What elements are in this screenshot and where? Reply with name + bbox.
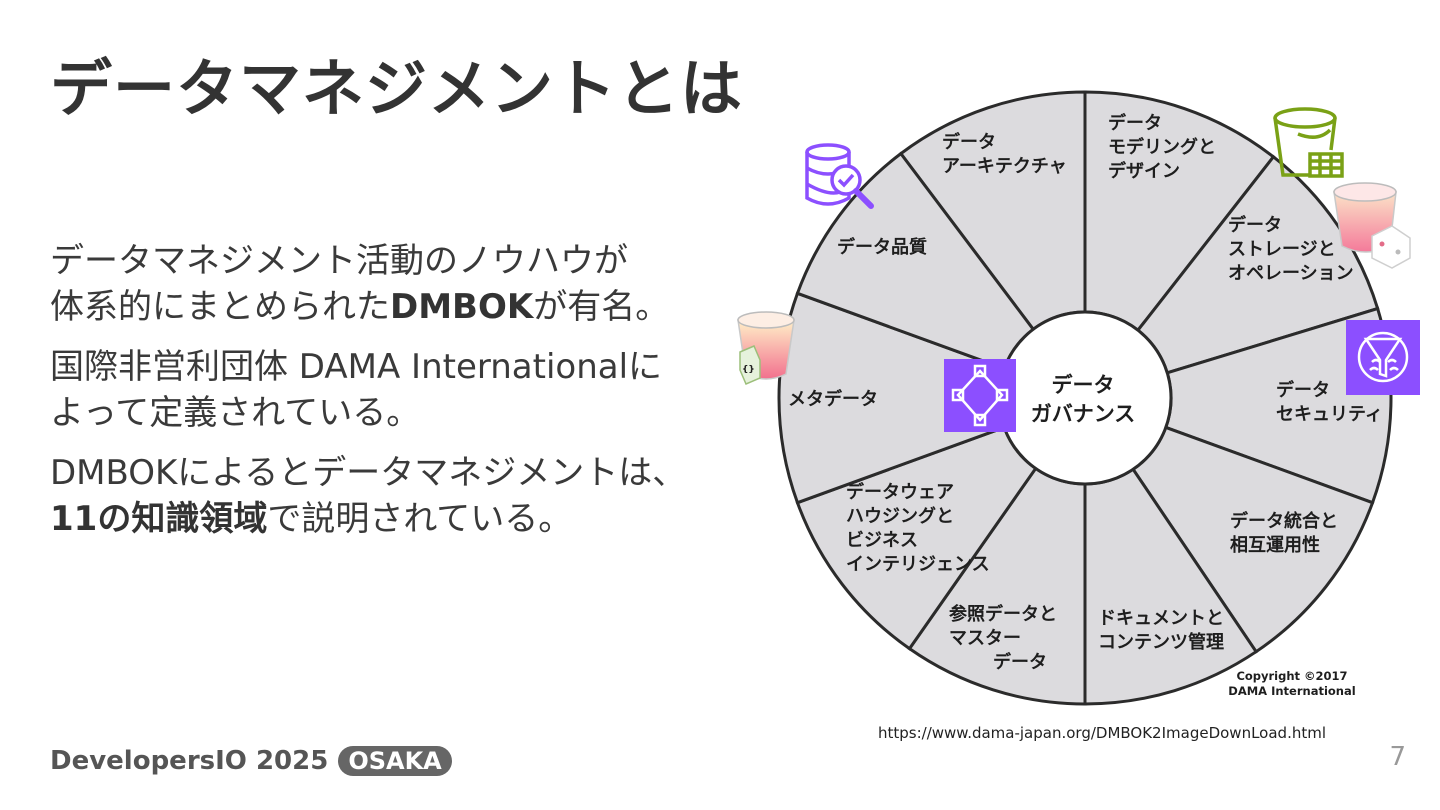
segment-label-metadata: メタデータ bbox=[788, 388, 878, 410]
body-text-run: データマネジメント活動のノウハウが bbox=[50, 241, 628, 281]
body-text: データマネジメント活動のノウハウが体系的にまとめられたDMBOKが有名。国際非営… bbox=[50, 238, 710, 556]
data-bucket-icon bbox=[1273, 107, 1344, 178]
segment-label-line: データ統合と bbox=[1230, 510, 1338, 532]
body-line: 11の知識領域で説明されている。 bbox=[50, 496, 710, 542]
wheel-center-circle bbox=[997, 310, 1173, 486]
data-filter-icon bbox=[1346, 320, 1420, 395]
copyright-line: DAMA International bbox=[1228, 684, 1355, 698]
svg-text:{}: {} bbox=[742, 365, 755, 375]
segment-label-line: デザイン bbox=[1108, 160, 1180, 182]
emphasis-text: 11の知識領域 bbox=[50, 499, 268, 539]
segment-label-security: データセキュリティ bbox=[1276, 379, 1383, 425]
emphasis-text: DMBOK bbox=[390, 287, 534, 327]
segment-label-storage: データストレージとオペレーション bbox=[1228, 214, 1354, 284]
body-paragraph-3: DMBOKによるとデータマネジメントは、11の知識領域で説明されている。 bbox=[50, 450, 710, 542]
body-line: 国際非営利団体 DAMA Internationalに bbox=[50, 344, 710, 390]
page-number: 7 bbox=[1389, 742, 1406, 772]
body-text-run: DMBOKによるとデータマネジメントは、 bbox=[50, 453, 687, 493]
body-text-run: が有名。 bbox=[533, 287, 670, 327]
segment-label-line: データ bbox=[1108, 112, 1162, 134]
segment-label-line: ビジネス bbox=[846, 530, 918, 551]
body-line: よって定義されている。 bbox=[50, 390, 710, 436]
segment-label-line: データ bbox=[993, 651, 1047, 673]
segment-label-line: マスター bbox=[949, 628, 1021, 649]
body-text-run: よって定義されている。 bbox=[50, 393, 421, 433]
center-label: データガバナンス bbox=[1031, 373, 1136, 426]
body-text-run: で説明されている。 bbox=[267, 499, 573, 539]
segment-label-line: コンテンツ管理 bbox=[1098, 631, 1224, 653]
segment-label-integration: データ統合と相互運用性 bbox=[1230, 510, 1338, 556]
segment-label-warehousing: データウェアハウジングとビジネスインテリジェンス bbox=[846, 481, 990, 575]
governance-icon bbox=[944, 359, 1016, 432]
source-url[interactable]: https://www.dama-japan.org/DMBOK2ImageDo… bbox=[878, 724, 1327, 742]
body-paragraph-2: 国際非営利団体 DAMA Internationalによって定義されている。 bbox=[50, 344, 710, 436]
body-text-run: 体系的にまとめられた bbox=[50, 287, 390, 327]
segment-label-line: データ品質 bbox=[837, 236, 927, 258]
body-line: 体系的にまとめられたDMBOKが有名。 bbox=[50, 284, 710, 330]
segment-label-line: データ bbox=[942, 131, 996, 153]
segment-label-line: 参照データと bbox=[949, 603, 1057, 625]
database-search-icon bbox=[805, 143, 874, 209]
slide-title: データマネジメントとは bbox=[50, 52, 744, 125]
wheel-center bbox=[997, 310, 1173, 486]
segment-label-line: データウェア bbox=[846, 481, 954, 503]
segment-label-documents: ドキュメントとコンテンツ管理 bbox=[1098, 608, 1224, 653]
segment-label-line: モデリングと bbox=[1108, 136, 1216, 158]
segment-label-line: ドキュメントと bbox=[1098, 608, 1224, 629]
metadata-bucket-icon: {} bbox=[737, 311, 795, 385]
center-label-line: データ bbox=[1052, 373, 1115, 397]
footer-brand: DevelopersIO 2025 OSAKA bbox=[50, 744, 452, 778]
segment-label-line: アーキテクチャ bbox=[942, 156, 1067, 177]
segment-label-line: オペレーション bbox=[1228, 263, 1354, 284]
segment-label-line: セキュリティ bbox=[1276, 404, 1383, 425]
segment-label-modeling: データモデリングとデザイン bbox=[1108, 112, 1216, 182]
copyright-line: Copyright ©2017 bbox=[1236, 669, 1347, 683]
segment-label-line: ハウジングと bbox=[846, 505, 954, 527]
dmbok-wheel-diagram: データアーキテクチャデータモデリングとデザインデータストレージとオペレーションデ… bbox=[737, 90, 1420, 706]
footer-brand-text: DevelopersIO 2025 bbox=[50, 746, 329, 776]
segment-label-quality: データ品質 bbox=[837, 236, 927, 258]
footer-badge: OSAKA bbox=[338, 746, 452, 776]
segment-label-line: データ bbox=[1228, 214, 1282, 236]
body-line: データマネジメント活動のノウハウが bbox=[50, 238, 710, 284]
segment-label-line: 相互運用性 bbox=[1230, 534, 1320, 556]
segment-label-line: メタデータ bbox=[788, 388, 878, 410]
body-paragraph-1: データマネジメント活動のノウハウが体系的にまとめられたDMBOKが有名。 bbox=[50, 238, 710, 330]
segment-label-architecture: データアーキテクチャ bbox=[942, 131, 1067, 177]
wheel-labels: データアーキテクチャデータモデリングとデザインデータストレージとオペレーションデ… bbox=[788, 112, 1383, 673]
segment-label-line: インテリジェンス bbox=[846, 554, 990, 575]
segment-label-reference: 参照データとマスターデータ bbox=[949, 603, 1057, 673]
segment-label-line: データ bbox=[1276, 379, 1330, 401]
segment-label-line: ストレージと bbox=[1228, 239, 1336, 260]
pink-bucket-icon bbox=[1333, 182, 1411, 269]
body-line: DMBOKによるとデータマネジメントは、 bbox=[50, 450, 710, 496]
body-text-run: 国際非営利団体 DAMA Internationalに bbox=[50, 347, 663, 387]
center-label-line: ガバナンス bbox=[1031, 402, 1136, 426]
wheel-segments bbox=[777, 90, 1393, 706]
